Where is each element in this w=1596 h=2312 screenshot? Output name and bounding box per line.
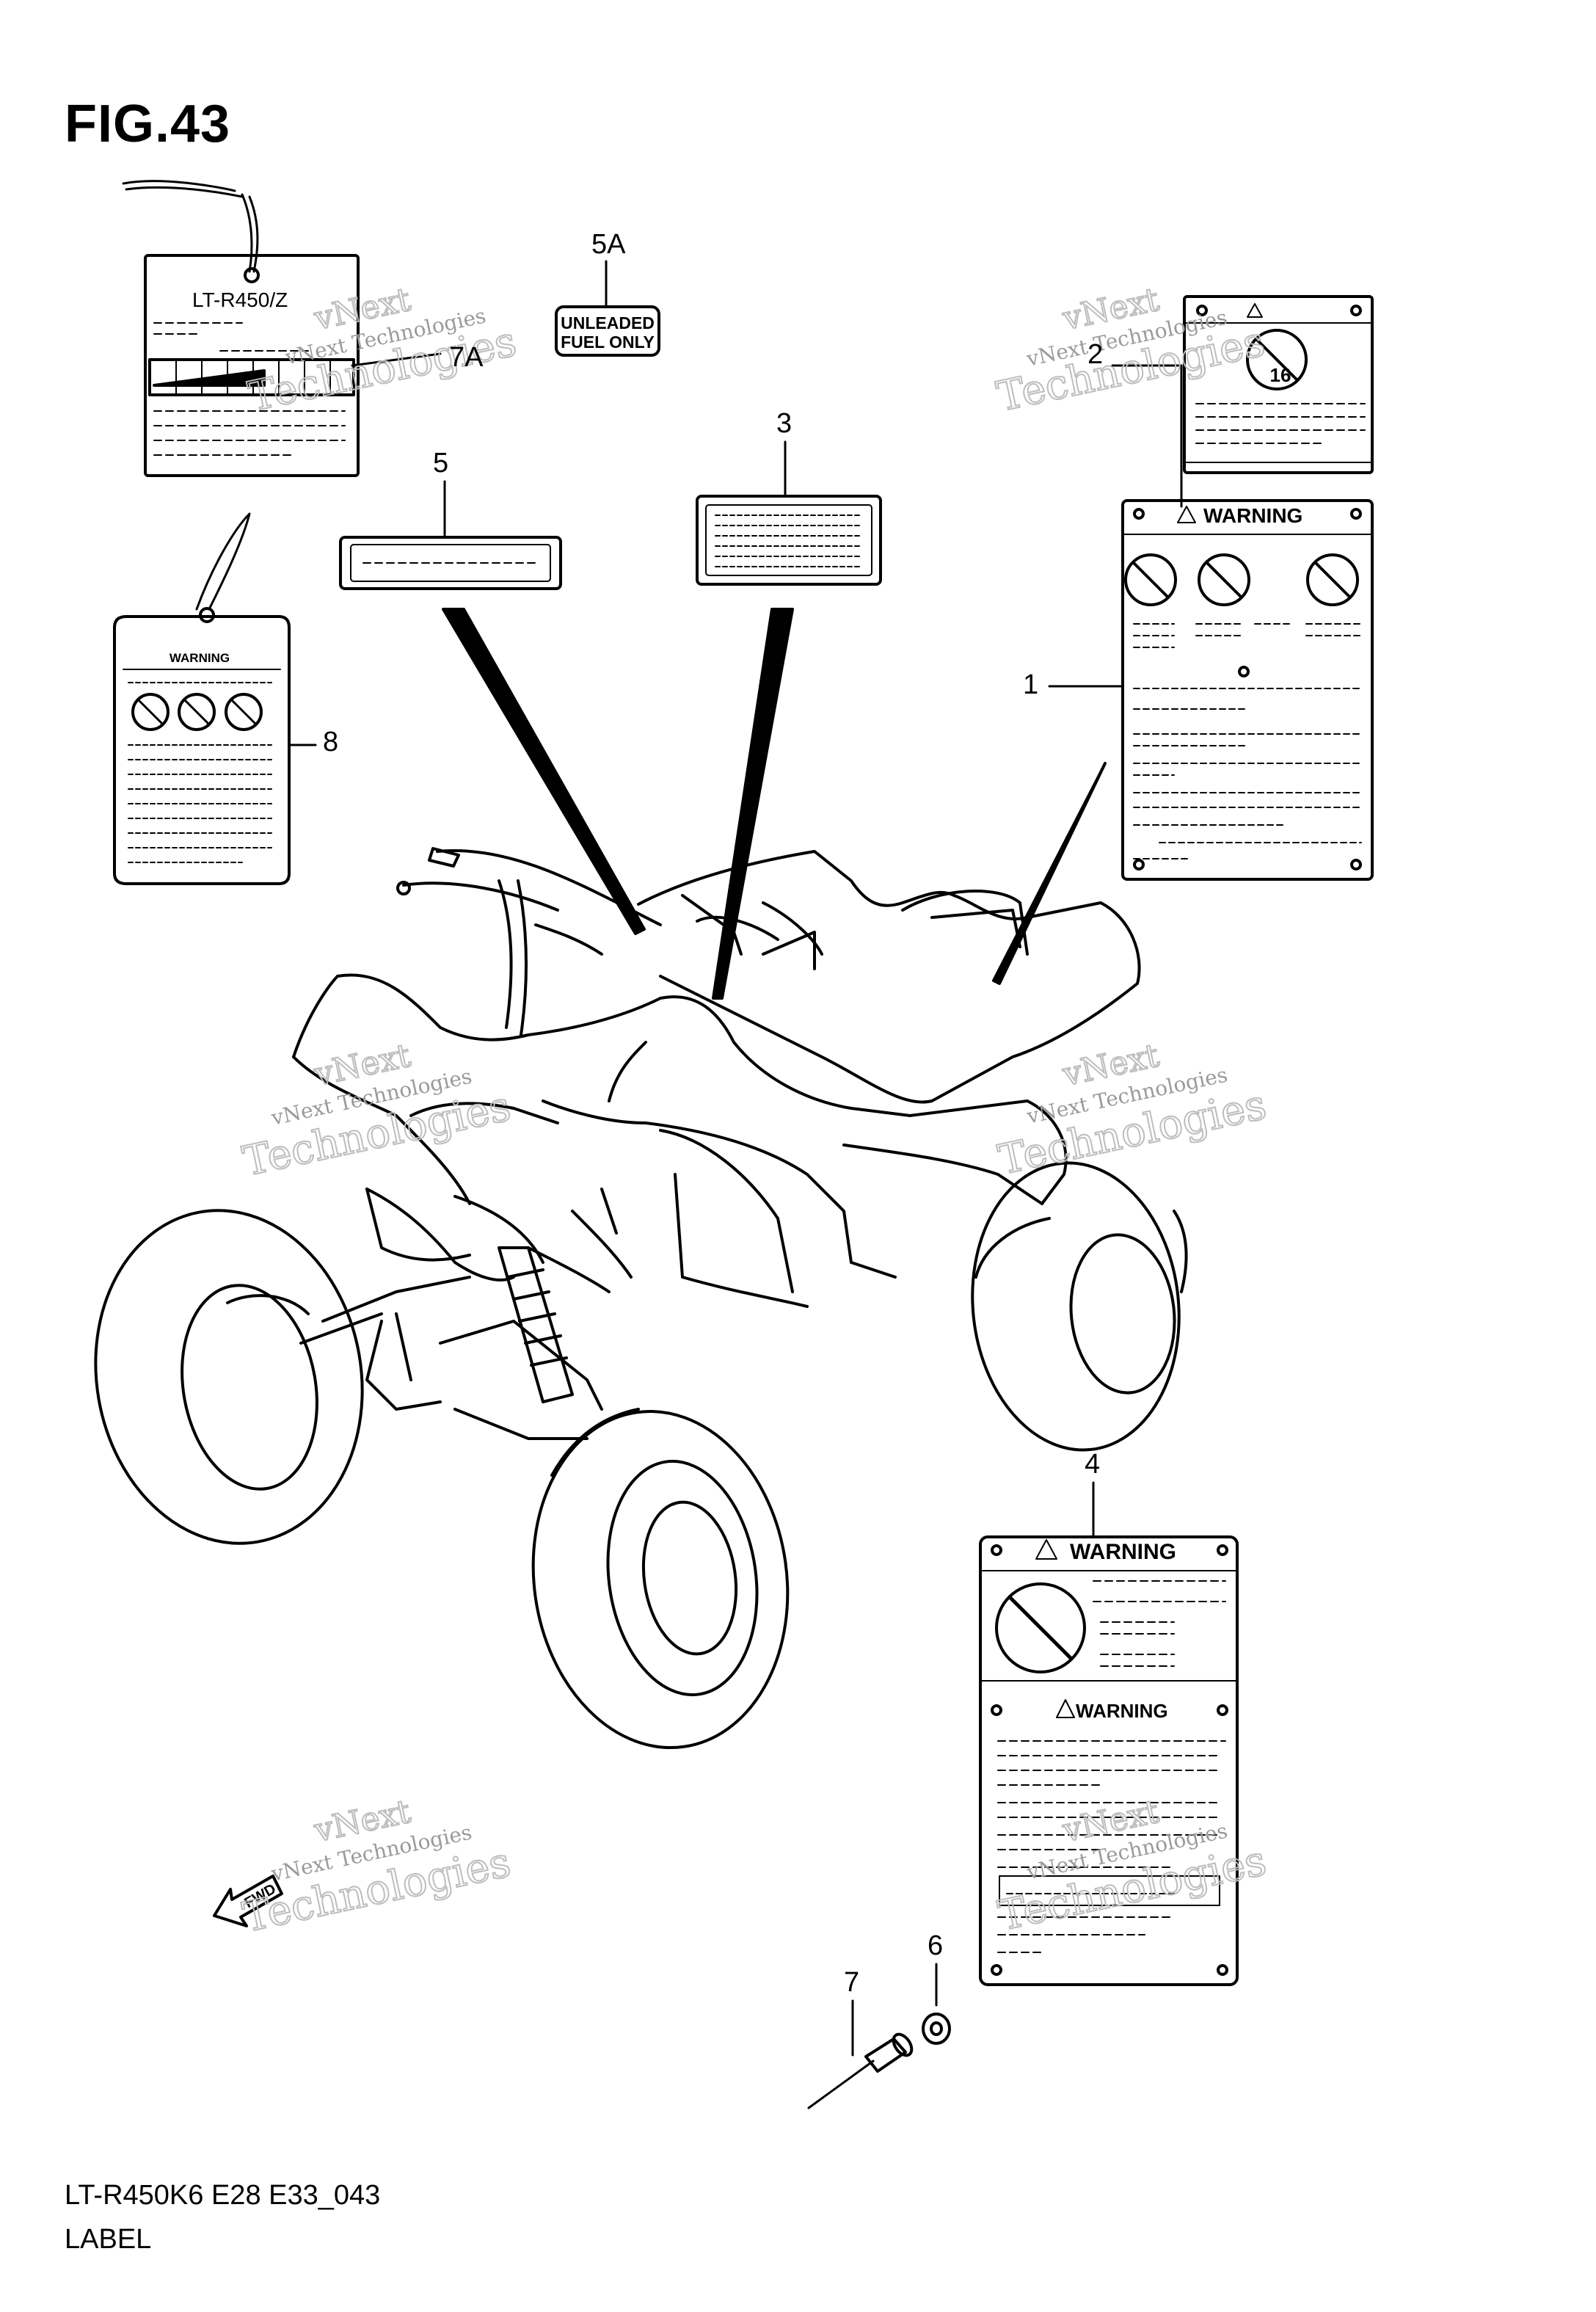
rivet-7	[807, 1999, 914, 2109]
watermark-group: vNext Technologies Technologies vNext vN…	[238, 280, 1271, 1943]
callout-5: 5	[433, 448, 449, 479]
callout-1: 1	[1023, 669, 1039, 700]
tag-model-text: LT-R450/Z	[192, 288, 288, 311]
label4-warning: WARNING	[1070, 1540, 1176, 1564]
callout-5a: 5A	[591, 229, 626, 260]
figure-title: FIG.43	[65, 95, 231, 153]
label4-warning-2: WARNING	[1076, 1700, 1168, 1722]
label-3	[696, 440, 882, 586]
tag-label-8: WARNING	[113, 512, 317, 885]
figure-label: LABEL	[65, 2224, 152, 2255]
tag-label-7a: LT-R450/Z	[122, 180, 442, 477]
callout-7: 7	[844, 1967, 860, 1998]
callout-8: 8	[323, 727, 339, 757]
fuel-label-5a: UNLEADED FUEL ONLY	[555, 260, 660, 357]
leader-1	[992, 762, 1107, 985]
leader-5	[442, 608, 646, 935]
label-2: 16	[1111, 295, 1374, 508]
callout-2: 2	[1087, 339, 1104, 370]
leader-3	[712, 608, 794, 1000]
tag8-warning: WARNING	[170, 651, 230, 665]
age-number: 16	[1270, 364, 1291, 386]
figure-code: LT-R450K6 E28 E33_043	[65, 2180, 381, 2211]
label-5	[339, 480, 562, 590]
callout-3: 3	[776, 408, 792, 439]
label1-warning: WARNING	[1203, 504, 1302, 527]
fuel-text-1: UNLEADED	[561, 313, 655, 332]
washer-6	[922, 1963, 951, 2045]
callout-6: 6	[928, 1930, 944, 1961]
label-4: WARNING WARNING	[979, 1481, 1239, 1986]
atv-vehicle	[94, 847, 1188, 1750]
callout-4: 4	[1085, 1449, 1101, 1480]
callout-7a: 7A	[449, 342, 484, 373]
label-1: WARNING	[1048, 499, 1374, 881]
fuel-text-2: FUEL ONLY	[561, 332, 655, 352]
